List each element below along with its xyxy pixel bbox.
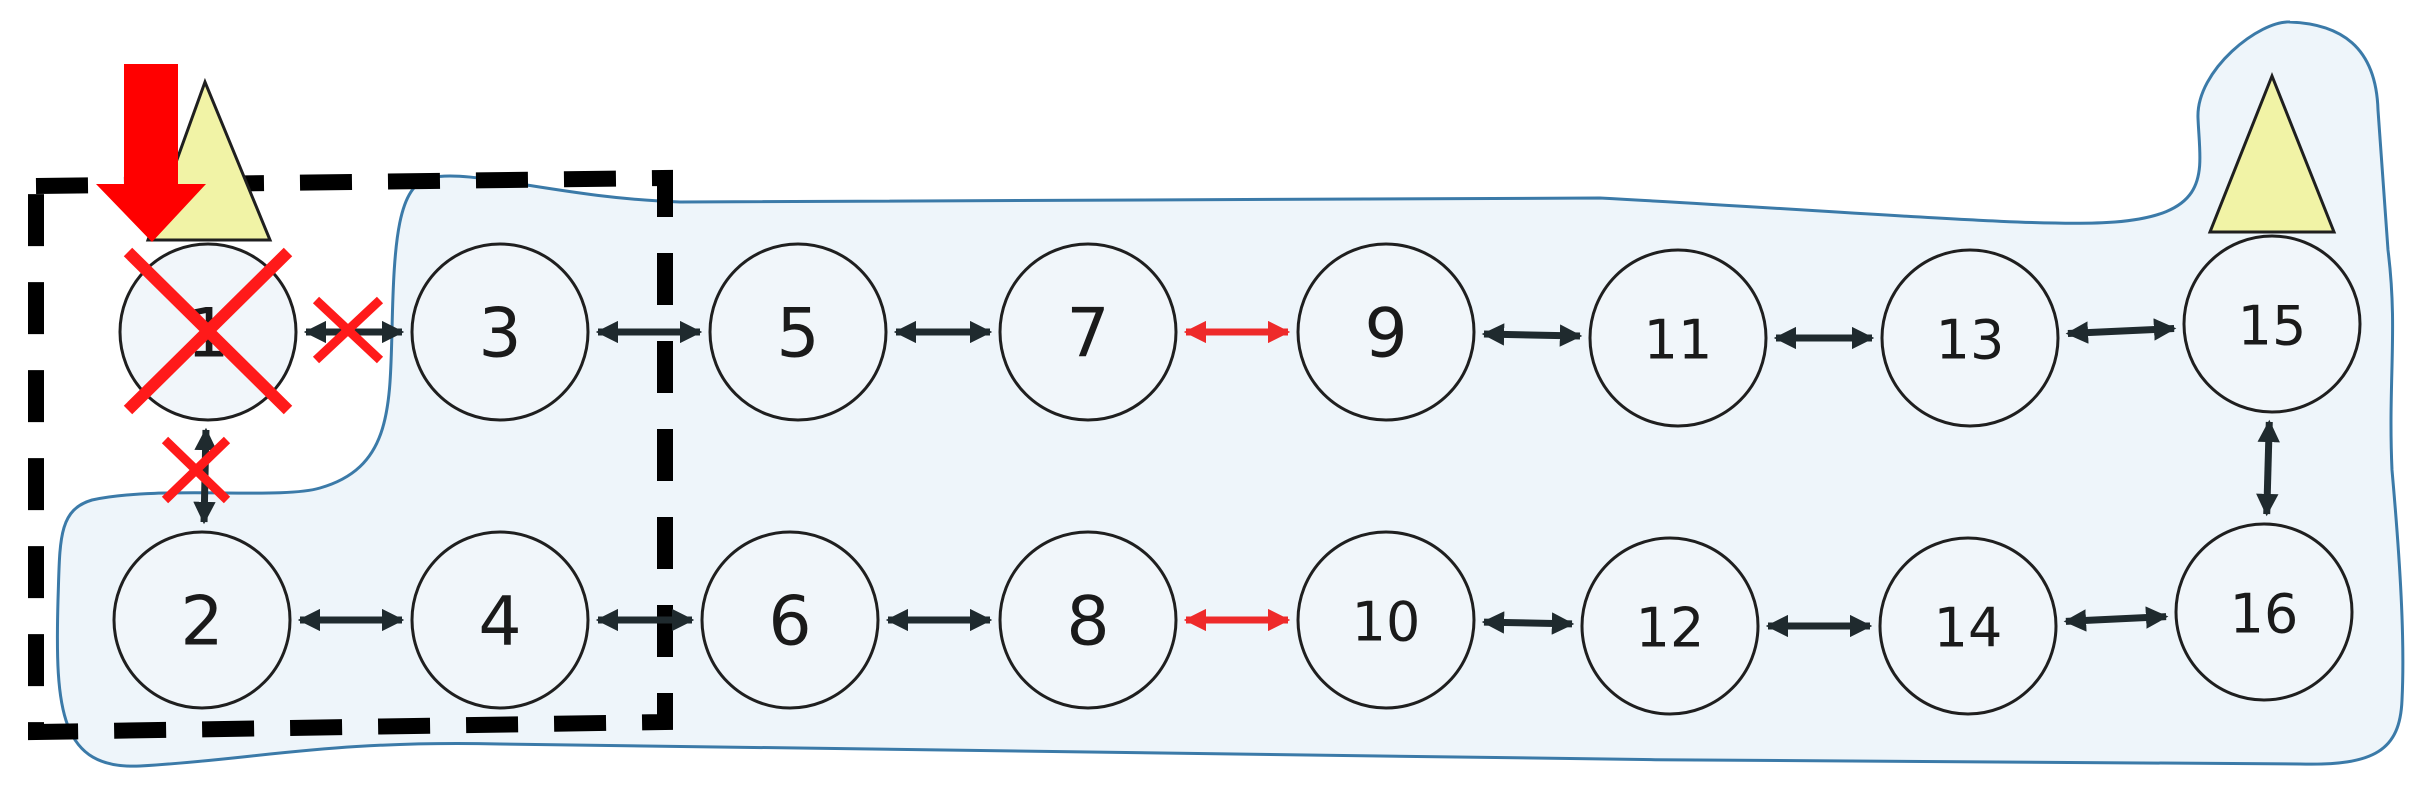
node-4: 4	[410, 530, 590, 710]
node-circle-7	[998, 242, 1178, 422]
node-label-6: 6	[768, 583, 811, 662]
node-circle-15	[2182, 234, 2362, 414]
node-label-11: 11	[1644, 309, 1713, 372]
node-circle-4	[410, 530, 590, 710]
node-7: 7	[998, 242, 1178, 422]
node-label-3: 3	[478, 295, 521, 374]
node-3: 3	[410, 242, 590, 422]
link-10-12	[1481, 611, 1575, 635]
node-circle-11	[1588, 248, 1768, 428]
node-label-9: 9	[1364, 295, 1407, 374]
node-label-4: 4	[478, 583, 521, 662]
link-failure-mark-1-2	[161, 436, 231, 504]
node-circle-13	[1880, 248, 2060, 428]
node-circle-16	[2174, 522, 2354, 702]
node-circle-2	[112, 530, 292, 710]
node-label-12: 12	[1636, 597, 1705, 660]
node-label-8: 8	[1066, 583, 1109, 662]
node-2: 2	[112, 530, 292, 710]
node-circle-14	[1878, 536, 2058, 716]
link-13-15	[2065, 318, 2177, 344]
node-15: 15	[2182, 234, 2362, 414]
node-10: 10	[1296, 530, 1476, 710]
node-label-2: 2	[180, 583, 223, 662]
node-label-13: 13	[1936, 309, 2005, 372]
link-9-11	[1481, 323, 1583, 347]
node-6: 6	[700, 530, 880, 710]
node-circle-6	[700, 530, 880, 710]
node-12: 12	[1580, 536, 1760, 716]
link-14-16	[2063, 606, 2169, 632]
node-5: 5	[708, 242, 888, 422]
node-label-5: 5	[776, 295, 819, 374]
node-circle-3	[410, 242, 590, 422]
node-failure-mark-1	[123, 247, 293, 415]
node-11: 11	[1588, 248, 1768, 428]
node-label-7: 7	[1066, 295, 1109, 374]
node-13: 13	[1880, 248, 2060, 428]
node-16: 16	[2174, 522, 2354, 702]
link-failure-mark-1-3	[312, 296, 384, 364]
triangle-marker-node-15	[2207, 71, 2337, 234]
node-label-14: 14	[1934, 597, 2003, 660]
node-circle-5	[708, 242, 888, 422]
node-circle-10	[1296, 530, 1476, 710]
link-15-16	[2256, 419, 2280, 517]
backup-region	[55, 20, 2405, 768]
node-circle-8	[998, 530, 1178, 710]
node-label-10: 10	[1352, 591, 1421, 654]
failure-area-box	[28, 169, 673, 741]
node-8: 8	[998, 530, 1178, 710]
red-down-arrow-icon	[96, 64, 206, 242]
node-label-15: 15	[2238, 295, 2307, 358]
node-circle-12	[1580, 536, 1760, 716]
node-circle-9	[1296, 242, 1476, 422]
node-14: 14	[1878, 536, 2058, 716]
node-label-16: 16	[2230, 583, 2299, 646]
node-9: 9	[1296, 242, 1476, 422]
links-layer	[193, 318, 2280, 638]
